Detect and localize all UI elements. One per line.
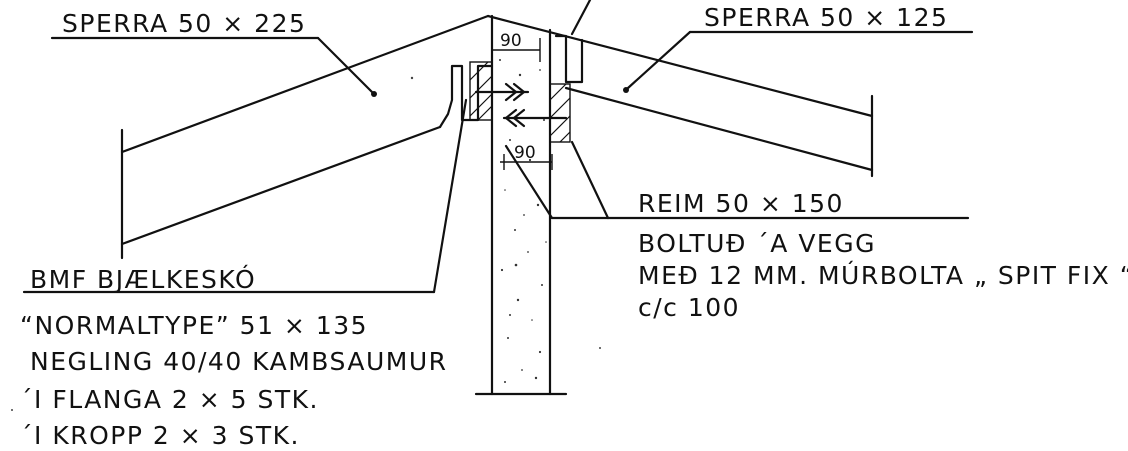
dimension-top-value: 90 — [500, 31, 522, 51]
concrete-wall — [474, 14, 568, 396]
rafter-left — [120, 14, 494, 260]
rafter-left-top-edge — [120, 14, 490, 154]
flange-spec: ´I FLANGA 2 × 5 STK. — [20, 385, 319, 414]
rafter-left-leader-dot — [371, 91, 377, 97]
hanger-title: BMF BJÆLKESKÓ — [30, 264, 256, 294]
rafter-left-label: SPERRA 50 × 225 — [62, 9, 306, 38]
rafter-right-leader — [626, 30, 692, 90]
rafter-left-leader — [316, 36, 374, 94]
rafter-right-label: SPERRA 50 × 125 — [704, 3, 948, 32]
concrete-stipple — [499, 59, 547, 383]
rafter-left-bottom-edge — [120, 125, 442, 246]
dimension-top: 90 — [491, 31, 541, 62]
hanger-leader — [432, 98, 468, 294]
ledger-leader — [570, 140, 610, 220]
wall-bolts — [474, 82, 568, 128]
rafter-right-leader-dot — [623, 87, 629, 93]
rafter-right-top-edge — [486, 14, 874, 118]
wall-diagonal-leader — [504, 144, 554, 220]
rafter-right-seat — [554, 34, 584, 84]
nailing-spec: NEGLING 40/40 KAMBSAUMUR — [30, 347, 448, 376]
ledger-label: REIM 50 × 150 — [638, 189, 844, 218]
dimension-bottom: 90 — [500, 143, 553, 170]
scan-specks — [11, 76, 601, 411]
rafter-left-seat — [438, 64, 494, 129]
ledger-fix-line-2: MEÐ 12 MM. MÚRBOLTA „ SPIT FIX “ — [638, 260, 1128, 290]
hanger-type: “NORMALTYPE” 51 × 135 — [20, 311, 368, 340]
rafter-right-bottom-edge — [564, 86, 874, 172]
ledger-spacing: c/c 100 — [638, 293, 740, 322]
body-spec: ´I KROPP 2 × 3 STK. — [20, 421, 300, 450]
rafter-right — [486, 0, 874, 178]
dimension-bottom-value: 90 — [514, 143, 536, 163]
ledger-board — [549, 83, 571, 143]
ledger-fix-line-1: BOLTUÐ ´A VEGG — [638, 229, 876, 258]
